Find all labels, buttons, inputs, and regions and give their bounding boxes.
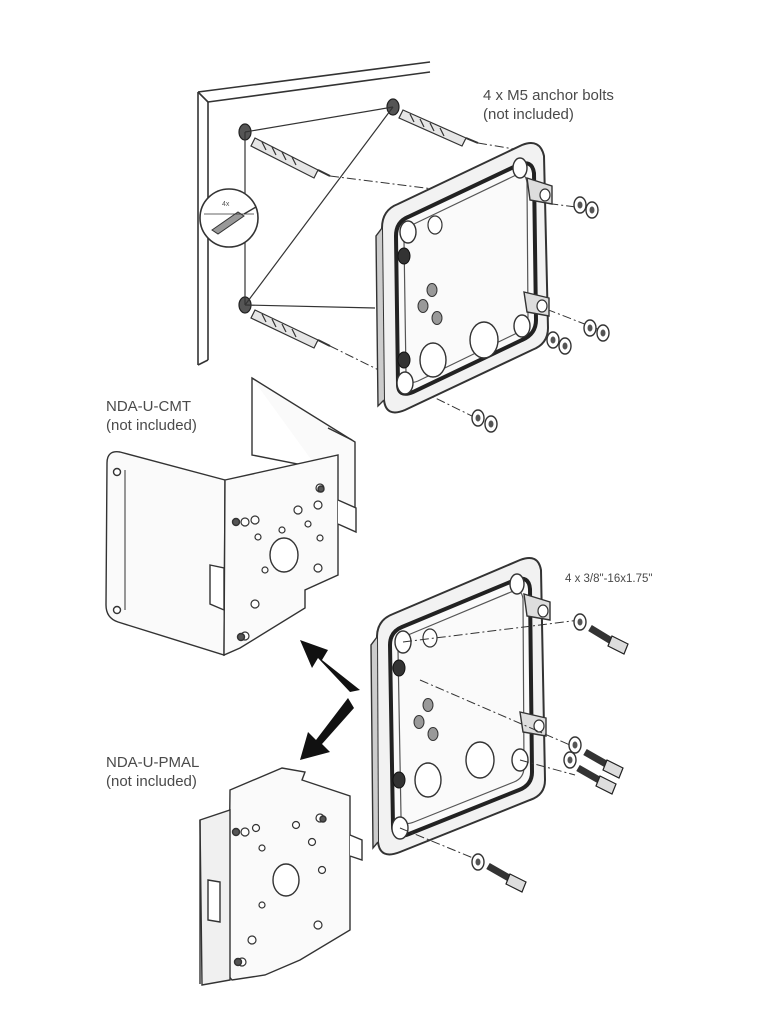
- anchor-bolt-2: [398, 109, 479, 147]
- anchor-bolts-label-line2: (not included): [483, 106, 574, 123]
- detail-count-label: 4x: [222, 201, 230, 208]
- hex-bolts-label: 4 x 3/8"-16x1.75": [565, 570, 652, 589]
- wall-adapter-plate-bottom: [370, 557, 551, 856]
- anchor-bolts-label: 4 x M5 anchor bolts (not included): [483, 86, 614, 124]
- alignment-lines-bottom: [399, 619, 581, 861]
- drill-pattern-lines: [244, 106, 394, 309]
- anchor-bolt-3: [250, 309, 331, 349]
- cmt-label-line1: NDA-U-CMT: [106, 398, 191, 415]
- arrow-to-pmal: [300, 698, 354, 760]
- pmal-label-line1: NDA-U-PMAL: [106, 754, 200, 771]
- anchor-bolt-1: [250, 137, 331, 179]
- pmal-label-line2: (not included): [106, 773, 197, 790]
- wall: [197, 61, 431, 366]
- anchor-bolts-label-line1: 4 x M5 anchor bolts: [483, 87, 614, 104]
- cmt-label-line2: (not included): [106, 417, 197, 434]
- nda-u-pmal-bracket: [199, 767, 363, 986]
- pmal-label: NDA-U-PMAL (not included): [106, 753, 199, 791]
- nda-u-cmt-bracket: [105, 376, 357, 657]
- hex-bolts-label-line1: 4 x 3/8"-16x1.75": [565, 573, 653, 585]
- arrow-to-cmt: [300, 640, 360, 692]
- cmt-label: NDA-U-CMT (not included): [106, 397, 197, 435]
- drill-detail-circle: [199, 188, 259, 248]
- wall-adapter-plate-top: [375, 142, 553, 414]
- hex-bolts: [471, 613, 629, 893]
